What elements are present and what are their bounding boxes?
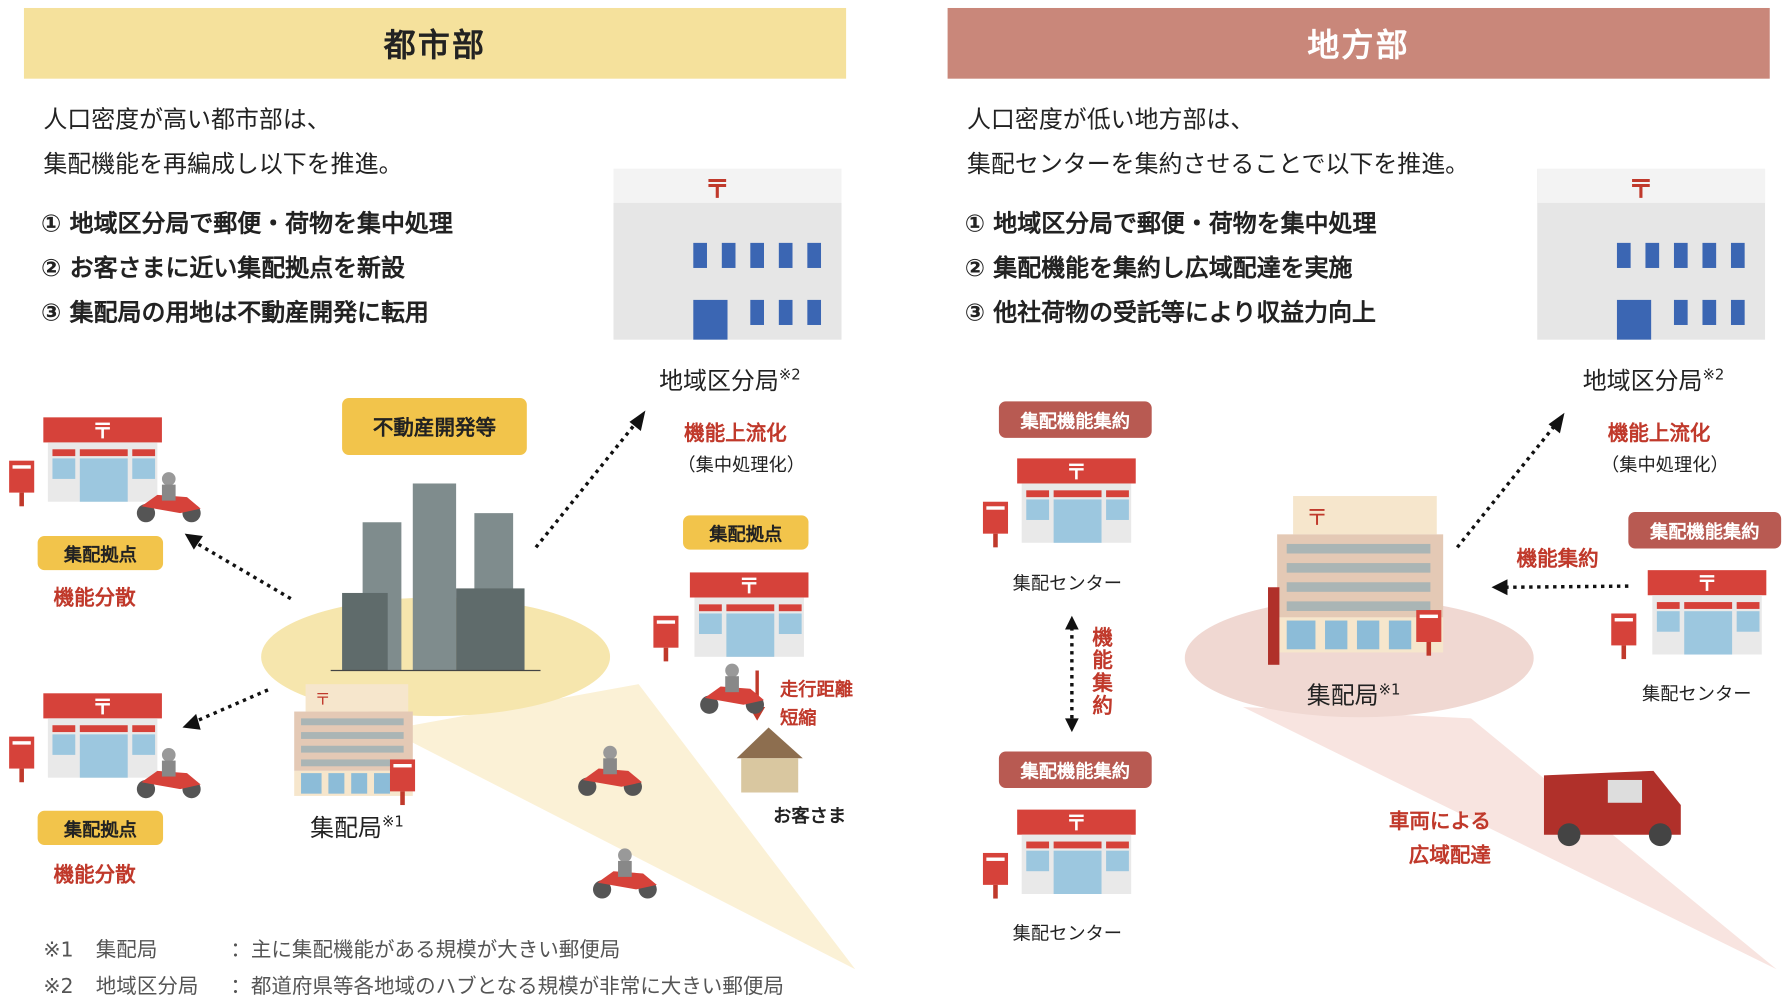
point: ① 地域区分局で郵便・荷物を集中処理 [41, 209, 453, 238]
shorten-label: 走行距離短縮 [780, 675, 853, 732]
urban-office-label: 集配局※1 [310, 810, 404, 844]
intro-line: 人口密度が高い都市部は、 [43, 106, 331, 134]
urban-title: 都市部 [383, 26, 487, 64]
rural-intro: 人口密度が低い地方部は、集配センターを集約させることで以下を推進。 [967, 98, 1469, 187]
office-label-text: 集配局 [1306, 681, 1379, 710]
urban-points: ① 地域区分局で郵便・荷物を集中処理 ② お客さまに近い集配拠点を新設 ③ 集配局の… [41, 202, 453, 335]
note-desc: ：都道府県等各地域のハブとなる規模が非常に大きい郵便局 [230, 974, 784, 999]
rural-diagram [982, 412, 1777, 970]
intro-line: 人口密度が低い地方部は、 [966, 106, 1255, 134]
center-label: 集配センター [1012, 572, 1123, 595]
disperse-label: 機能分散 [53, 863, 136, 888]
base-tag: 集配拠点 [683, 515, 809, 550]
wide-delivery-label: 車両による広域配達 [1389, 805, 1491, 873]
footnotes: ※1 集配局 ：主に集配機能がある規模が大きい郵便局 ※2 地域区分局 ：都道府県等各地… [43, 933, 784, 1006]
center-label: 集配センター [1642, 683, 1752, 705]
upstream-label: 機能上流化 [1607, 421, 1711, 446]
urban-hub-label: 地域区分局※2 [659, 363, 801, 397]
shorten-line: 走行距離 [779, 678, 853, 701]
office-label-text: 集配局 [310, 814, 383, 842]
consolidate-tag: 集配機能集約 [1628, 511, 1782, 549]
rural-hub-label: 地域区分局※2 [1583, 363, 1725, 397]
note-term: 地域区分局 [95, 974, 199, 999]
consolidate-tag: 集配機能集約 [998, 401, 1152, 438]
point: ③ 集配局の用地は不動産開発に転用 [41, 298, 429, 327]
delivery-area [387, 684, 856, 970]
footnote-mark: ※2 [778, 367, 801, 385]
wide-line: 広域配達 [1408, 843, 1491, 868]
rural-points: ① 地域区分局で郵便・荷物を集中処理 ② 集配機能を集約し広域配達を実施 ③ 他社荷… [965, 202, 1377, 335]
upstream-sub: （集中処理化） [677, 453, 806, 476]
shorten-line: 短縮 [779, 706, 817, 729]
intro-line: 集配センターを集約させることで以下を推進。 [966, 150, 1470, 178]
upstream-label: 機能上流化 [684, 421, 787, 446]
rural-office-label: 集配局※1 [1307, 677, 1401, 711]
hub-label-text: 地域区分局 [1582, 367, 1703, 395]
note-mark: ※2 [43, 974, 74, 999]
urban-diagram [9, 410, 856, 970]
real-estate-tag: 不動産開発等 [342, 397, 527, 455]
consolidate-tag: 集配機能集約 [998, 751, 1152, 788]
point: ① 地域区分局で郵便・荷物を集中処理 [964, 209, 1377, 238]
urban-header: 都市部 [23, 7, 847, 79]
customer-label: お客さま [773, 805, 847, 827]
hub-building-icon [613, 168, 842, 340]
house-icon [736, 727, 803, 793]
vertical-consolidate-label: 機能集約 [1092, 626, 1113, 719]
point: ② お客さまに近い集配拠点を新設 [41, 254, 405, 282]
intro-line: 集配機能を再編成し以下を推進。 [43, 150, 403, 178]
footnote-mark: ※1 [382, 814, 404, 832]
delivery-area [1242, 706, 1777, 970]
note-term: 集配局 [95, 938, 158, 963]
hub-label-text: 地域区分局 [659, 367, 779, 395]
footnote-mark: ※2 [1702, 367, 1725, 385]
footnote-mark: ※1 [1378, 681, 1401, 700]
disperse-label: 機能分散 [53, 586, 136, 611]
consolidate-label: 機能集約 [1516, 547, 1599, 572]
point: ③ 他社荷物の受託等により収益力向上 [964, 298, 1376, 327]
rural-header: 地方部 [947, 7, 1770, 79]
center-label: 集配センター [1012, 922, 1123, 945]
note-desc: ：主に集配機能がある規模が大きい郵便局 [230, 938, 621, 963]
skyscrapers-icon [330, 483, 541, 672]
wide-line: 車両による [1388, 809, 1491, 834]
note-mark: ※1 [43, 938, 74, 963]
van-icon [1543, 770, 1681, 847]
footnote: ※2 地域区分局 ：都道府県等各地域のハブとなる規模が非常に大きい郵便局 [43, 969, 784, 1005]
point: ② 集配機能を集約し広域配達を実施 [964, 254, 1353, 282]
hub-building-icon [1537, 168, 1766, 340]
base-tag: 集配拠点 [37, 810, 164, 845]
rural-title: 地方部 [1307, 26, 1410, 64]
base-tag: 集配拠点 [37, 535, 164, 571]
footnote: ※1 集配局 ：主に集配機能がある規模が大きい郵便局 [43, 933, 784, 969]
urban-intro: 人口密度が高い都市部は、集配機能を再編成し以下を推進。 [43, 98, 402, 187]
upstream-sub: （集中処理化） [1600, 453, 1729, 476]
